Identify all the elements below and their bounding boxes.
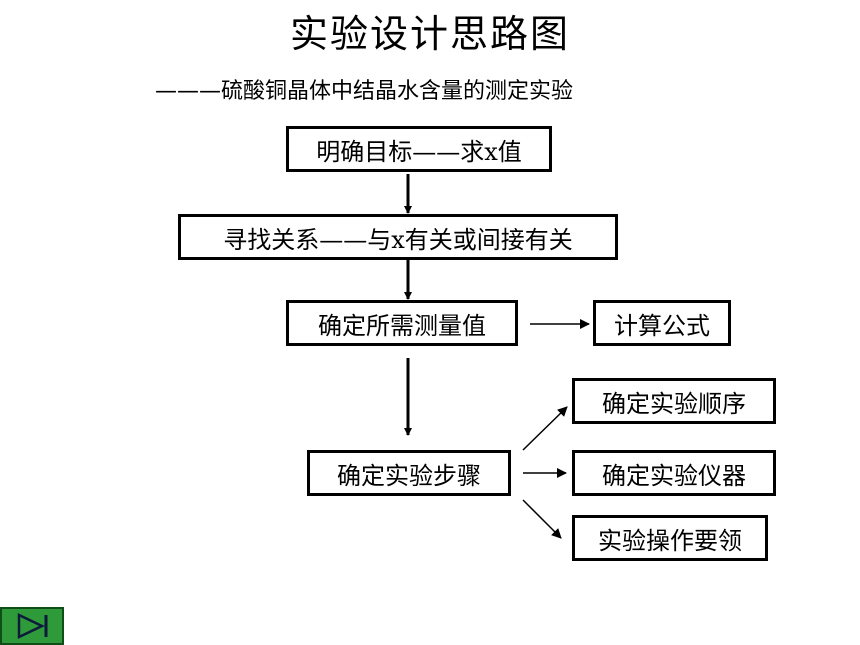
- step-relation: 寻找关系——与x有关或间接有关: [178, 214, 618, 260]
- page-subtitle: ———硫酸铜晶体中结晶水含量的测定实验: [155, 79, 574, 104]
- step-goal: 明确目标——求x值: [286, 126, 552, 172]
- page-title: 实验设计思路图: [289, 12, 570, 56]
- step-procedure: 确定实验步骤: [307, 450, 511, 496]
- step-formula: 计算公式: [593, 300, 731, 346]
- step-instruments: 确定实验仪器: [572, 450, 776, 496]
- next-slide-button[interactable]: [0, 607, 64, 645]
- step-essentials: 实验操作要领: [572, 515, 768, 561]
- step-order: 确定实验顺序: [572, 378, 776, 424]
- arrow-procedure-to-essentials: [522, 499, 562, 539]
- play-next-icon: [17, 613, 48, 639]
- arrow-procedure-to-order: [522, 406, 568, 451]
- step-measure: 确定所需测量值: [286, 300, 518, 346]
